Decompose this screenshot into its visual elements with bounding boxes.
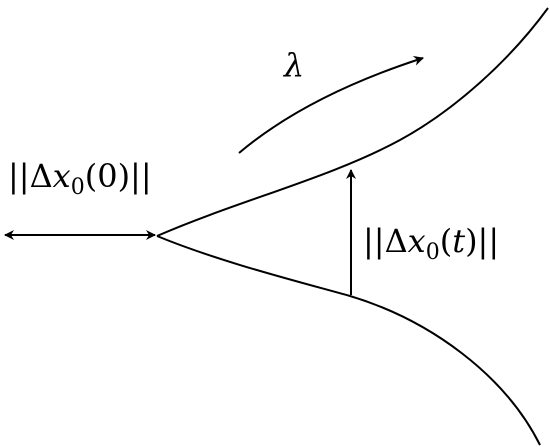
lambda-direction-arrow	[238, 56, 424, 154]
time-separation-label: ||Δx0(t)||	[363, 222, 499, 265]
lower-trajectory	[156, 235, 541, 446]
initial-separation-label: ||Δx0(0)||	[8, 157, 152, 200]
lambda-label: λ	[282, 46, 304, 84]
upper-trajectory	[156, 7, 549, 237]
